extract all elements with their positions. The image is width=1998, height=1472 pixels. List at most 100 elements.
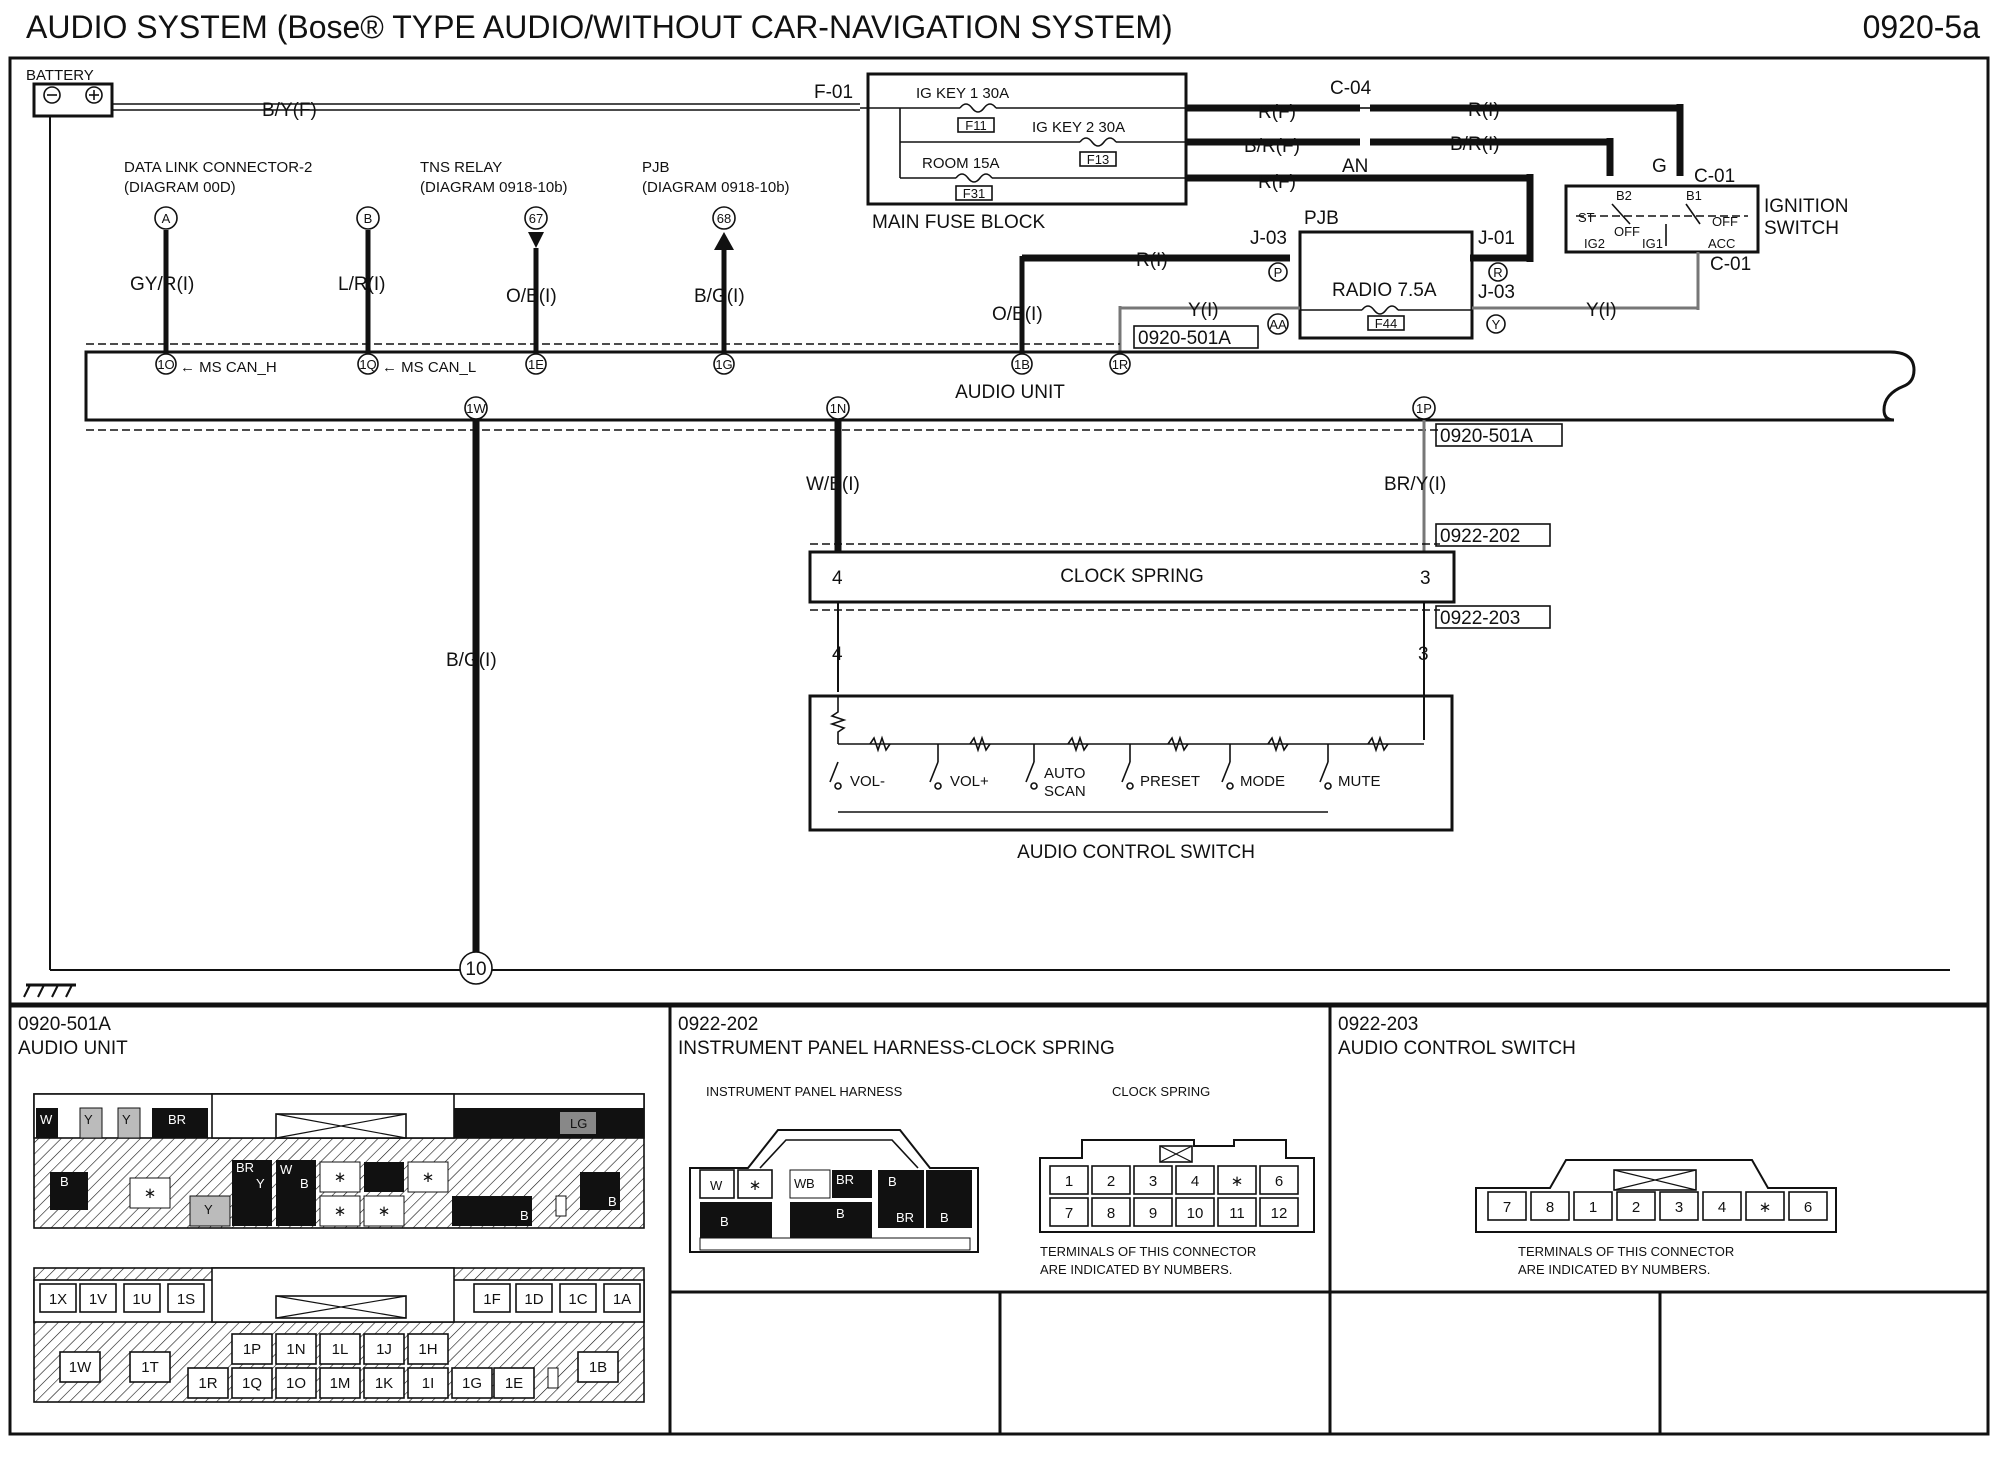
switch-resistors — [869, 735, 1389, 753]
svg-text:B: B — [806, 1176, 815, 1191]
panel2-sub-left: INSTRUMENT PANEL HARNESS — [706, 1084, 903, 1099]
acs-pin-label: 7 — [1503, 1199, 1511, 1216]
panel2-sub-right: CLOCK SPRING — [1112, 1084, 1210, 1099]
clock-pin-label: 6 — [1275, 1173, 1283, 1190]
wire-label-r-i-2: R(I) — [1136, 250, 1168, 271]
diagram-code: 0920-5a — [1863, 9, 1981, 45]
clock-spring-box — [808, 550, 1456, 604]
svg-text:W: W — [40, 1112, 53, 1127]
ref-0922-203: 0922-203 — [1440, 608, 1520, 629]
connector-f01: F-01 — [814, 82, 853, 103]
audio-unit-connector-top: W Y Y BR LG B ∗ Y BR Y W B ∗ ∗ ∗ ∗ B B — [33, 1093, 645, 1229]
panel2-note-2: ARE INDICATED BY NUMBERS. — [1040, 1262, 1232, 1277]
svg-text:F31: F31 — [963, 186, 985, 201]
radio-fuse-label: RADIO 7.5A — [1332, 280, 1437, 301]
svg-text:BR: BR — [168, 1112, 186, 1127]
switch-mode: MODE — [1240, 773, 1285, 790]
panel2-name: INSTRUMENT PANEL HARNESS-CLOCK SPRING — [678, 1038, 1115, 1059]
main-fuse-block-label: MAIN FUSE BLOCK — [872, 212, 1045, 233]
svg-text:LG: LG — [570, 1116, 587, 1131]
acs-pin-label: ∗ — [1759, 1199, 1772, 1216]
pjb-box — [1298, 230, 1474, 340]
can-l-label: ← MS CAN_L — [382, 359, 476, 376]
svg-text:Y: Y — [1492, 317, 1501, 332]
svg-text:ST: ST — [1578, 210, 1595, 225]
svg-text:∗: ∗ — [144, 1185, 157, 1202]
switch-mute: MUTE — [1338, 773, 1381, 790]
acs-pin — [1487, 1191, 1527, 1221]
svg-text:1K: 1K — [375, 1375, 393, 1392]
ref-0920-501a-mid: 0920-501A — [1440, 426, 1533, 447]
svg-text:B: B — [300, 1176, 309, 1191]
svg-text:1S: 1S — [177, 1291, 195, 1308]
svg-text:OFF: OFF — [1614, 224, 1640, 239]
data-link-label: DATA LINK CONNECTOR-2 — [124, 159, 312, 176]
audio-unit-label: AUDIO UNIT — [955, 382, 1065, 403]
svg-text:1N: 1N — [286, 1341, 305, 1358]
clock-pin-label: 12 — [1271, 1205, 1288, 1222]
svg-text:1G: 1G — [715, 357, 732, 372]
svg-text:1O: 1O — [286, 1375, 306, 1392]
panel2-note-1: TERMINALS OF THIS CONNECTOR — [1040, 1244, 1256, 1259]
audio-bottom-row1-left: 1X 1V 1U 1S — [39, 1283, 205, 1313]
svg-text:∗: ∗ — [334, 1203, 347, 1220]
wire-label-o-b-1: O/B(I) — [506, 286, 557, 307]
svg-text:R: R — [1493, 265, 1502, 280]
svg-text:P: P — [1274, 265, 1283, 280]
terminal-67: 67 — [529, 211, 543, 226]
svg-text:1W: 1W — [466, 401, 486, 416]
wire-label-w-b: W/B(I) — [806, 474, 860, 495]
acs-pin — [1659, 1191, 1699, 1221]
svg-text:1P: 1P — [243, 1341, 261, 1358]
audio-control-switch-label: AUDIO CONTROL SWITCH — [1017, 842, 1255, 863]
svg-text:Y: Y — [204, 1202, 213, 1217]
clock-pin-label: 1 — [1065, 1173, 1073, 1190]
svg-text:BATTERY: BATTERY — [26, 67, 94, 84]
switch-preset: PRESET — [1140, 773, 1200, 790]
clock-pin-label: ∗ — [1231, 1173, 1244, 1190]
audio-control-switch-box — [808, 694, 1454, 832]
wire-label-l-r: L/R(I) — [338, 274, 386, 295]
battery: BATTERY — [26, 67, 114, 118]
acs-pin — [1573, 1191, 1613, 1221]
acs-pin — [1616, 1191, 1656, 1221]
clock-pin-label: 10 — [1187, 1205, 1204, 1222]
clock-pin — [1133, 1165, 1173, 1195]
svg-text:BR: BR — [896, 1210, 914, 1225]
svg-text:1C: 1C — [568, 1291, 587, 1308]
svg-text:1T: 1T — [141, 1359, 159, 1376]
svg-text:F11: F11 — [965, 118, 986, 133]
svg-text:1D: 1D — [524, 1291, 543, 1308]
fuse-ig-key1-label: IG KEY 1 30A — [916, 85, 1009, 102]
panel2-code: 0922-202 — [678, 1014, 758, 1035]
switch-auto: AUTO — [1044, 765, 1085, 782]
svg-text:1M: 1M — [330, 1375, 351, 1392]
can-h-label: ← MS CAN_H — [180, 359, 277, 376]
acs-pin-label: 1 — [1589, 1199, 1597, 1216]
svg-text:B: B — [720, 1214, 729, 1229]
clock-pin — [1175, 1165, 1215, 1195]
svg-text:1N: 1N — [830, 401, 847, 416]
svg-text:B: B — [520, 1208, 529, 1223]
clock-pin — [1091, 1165, 1131, 1195]
tns-relay-ref: (DIAGRAM 0918-10b) — [420, 179, 568, 196]
ignition-switch-label-1: IGNITION — [1764, 196, 1848, 217]
wire-label-y-i-1: Y(I) — [1188, 300, 1219, 321]
panel1-code: 0920-501A — [18, 1014, 111, 1035]
audio-unit-connector-bottom: 1X 1V 1U 1S 1F 1D 1C 1A 1W 1T 1P 1N 1L 1… — [33, 1267, 645, 1403]
svg-text:B2: B2 — [1616, 188, 1632, 203]
clock-pin — [1091, 1197, 1131, 1227]
wire-label-o-b-2: O/B(I) — [992, 304, 1043, 325]
wire-label-r-f-2: R(F) — [1258, 172, 1296, 193]
clock-pin — [1259, 1165, 1299, 1195]
svg-text:4: 4 — [832, 568, 843, 589]
svg-text:1H: 1H — [418, 1341, 437, 1358]
svg-text:∗: ∗ — [334, 1169, 347, 1186]
clock-pin-label: 4 — [1191, 1173, 1199, 1190]
panel1-name: AUDIO UNIT — [18, 1038, 128, 1059]
wire-label-r-f-1: R(F) — [1258, 102, 1296, 123]
terminal-a: A — [162, 211, 171, 226]
ground-icon — [23, 983, 76, 998]
svg-text:W: W — [710, 1178, 723, 1193]
ref-0920-501a-top: 0920-501A — [1138, 328, 1231, 349]
